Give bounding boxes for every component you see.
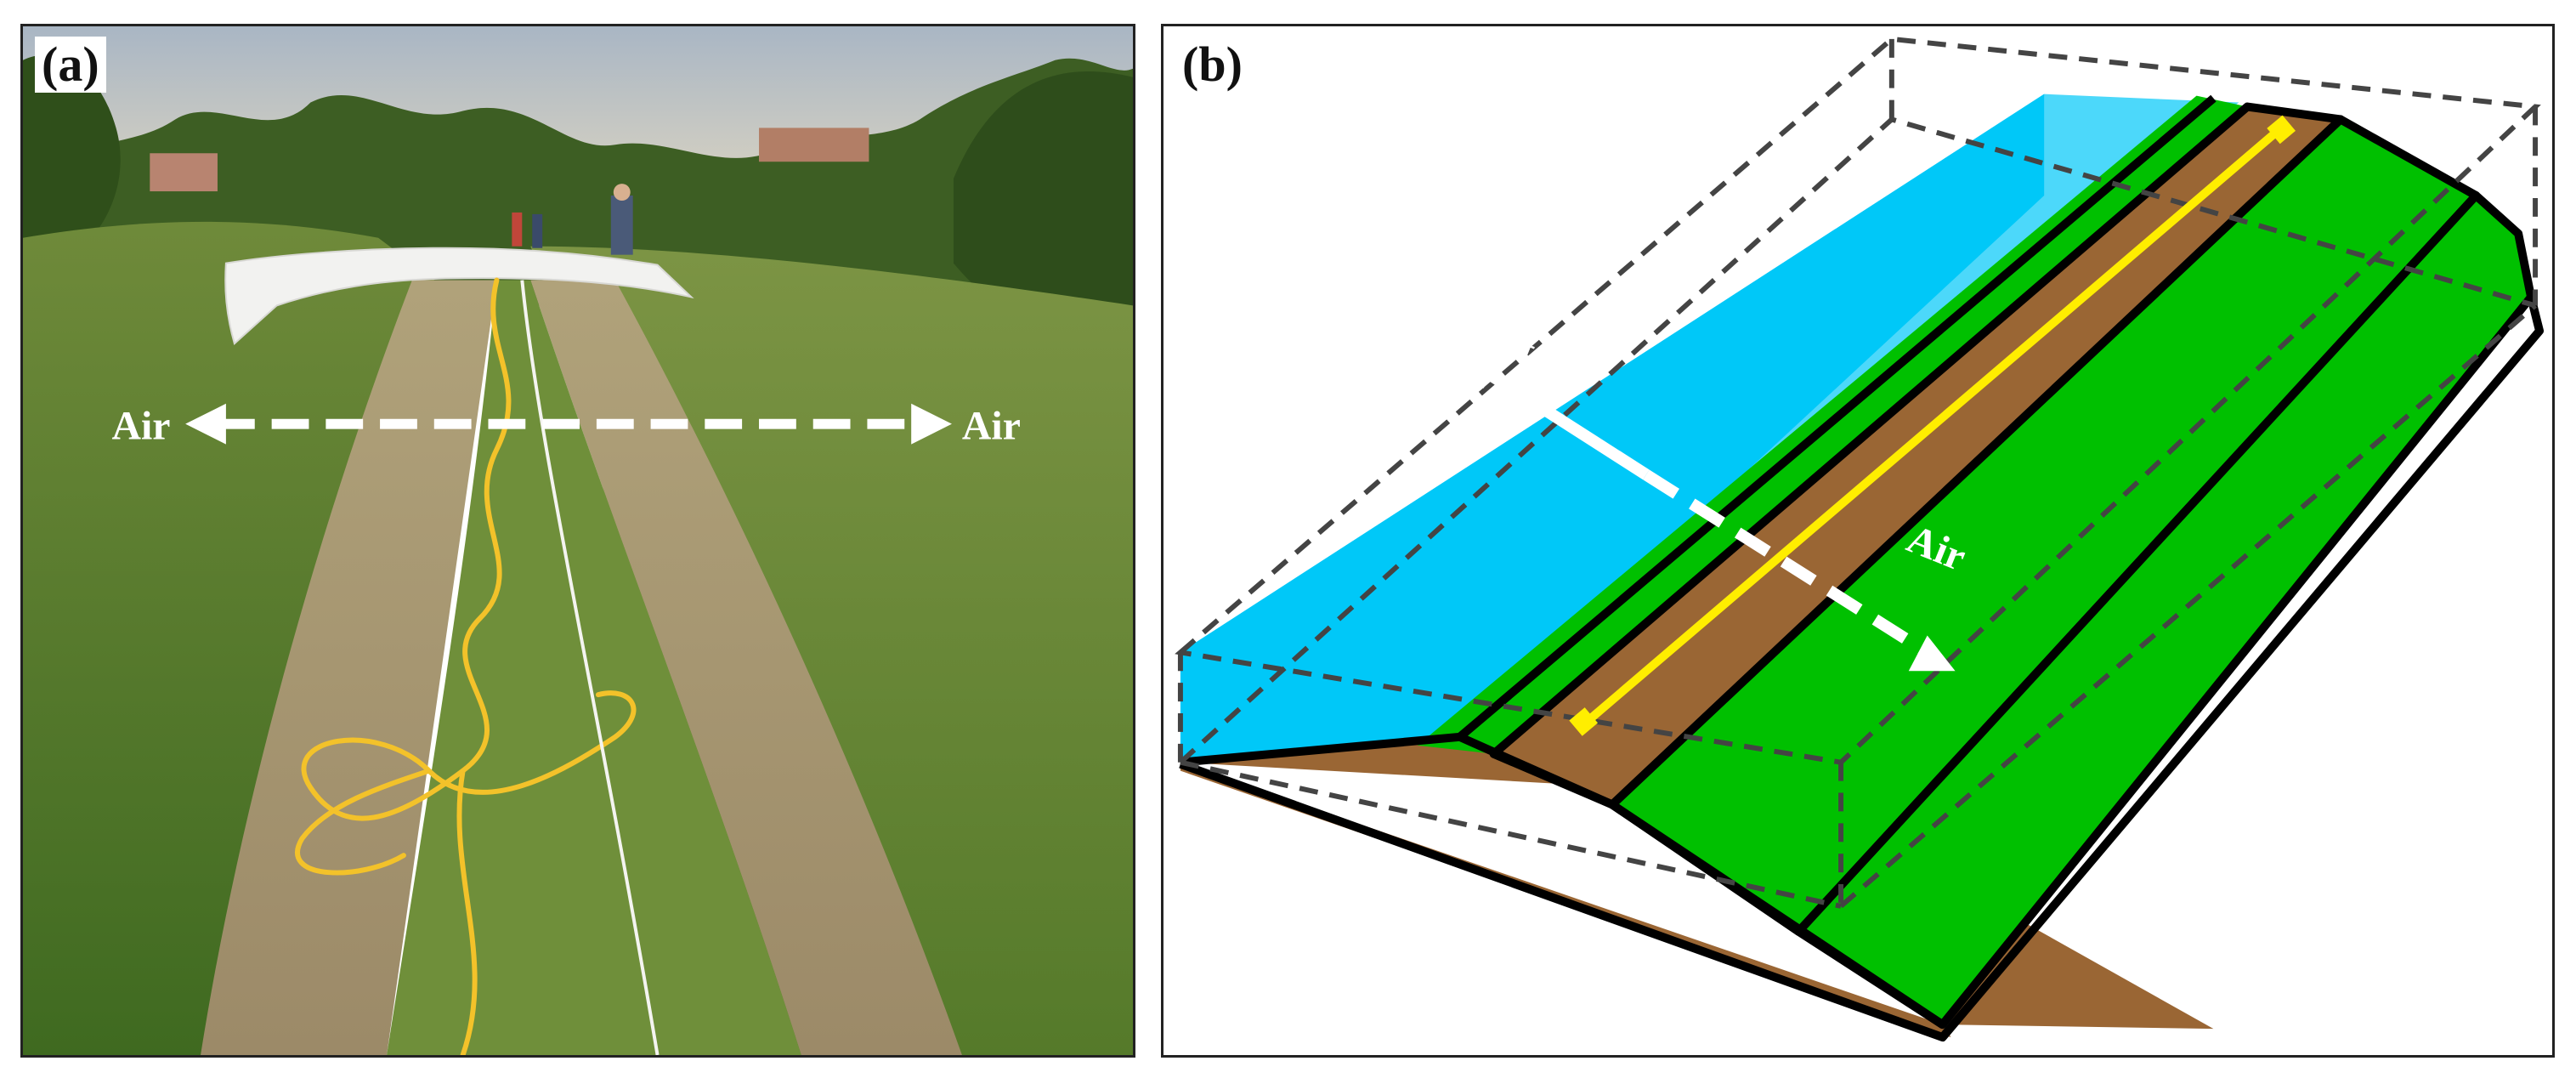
scan-arrow-end-top [2267, 115, 2296, 145]
front-edge-outline [1180, 732, 1945, 1029]
people [512, 184, 633, 255]
air-label-left: Air [112, 404, 171, 449]
levee-photo-illustration: Air Air [23, 26, 1133, 1055]
water-edge-outline [1457, 94, 2216, 740]
house-left [150, 153, 218, 192]
tree-foliage-left [23, 54, 121, 272]
scan-arrow-end-bottom [1569, 707, 1599, 736]
front-base-outline [1179, 296, 2545, 1042]
water-air-arrow [1455, 352, 1956, 672]
panel-b-diagram: Water Air (b) [1161, 24, 2555, 1058]
levee-3d-diagram: Water Air [1175, 36, 2545, 1042]
dirt-track-right [530, 280, 962, 1055]
panel-a-label: (a) [35, 37, 106, 93]
panel-b-label: (b) [1182, 37, 1243, 92]
arrow-head-water [1455, 352, 1503, 389]
air-double-arrow [185, 403, 952, 445]
arrow-head-left [185, 403, 226, 445]
house-right [759, 128, 869, 162]
panel-a-photo: Air Air (a) [20, 24, 1135, 1058]
crest-scan-arrow [1569, 115, 2296, 736]
air-label-right: Air [962, 404, 1021, 449]
dirt-track-left [201, 280, 497, 1055]
dashed-bounding-box [1175, 36, 2541, 909]
arrow-head-air [1908, 635, 1956, 672]
arrow-head-right [911, 403, 952, 445]
water-surface [1180, 94, 2239, 653]
measuring-cable [520, 280, 660, 1055]
white-tarp [224, 247, 694, 345]
yellow-cable [295, 277, 637, 1055]
